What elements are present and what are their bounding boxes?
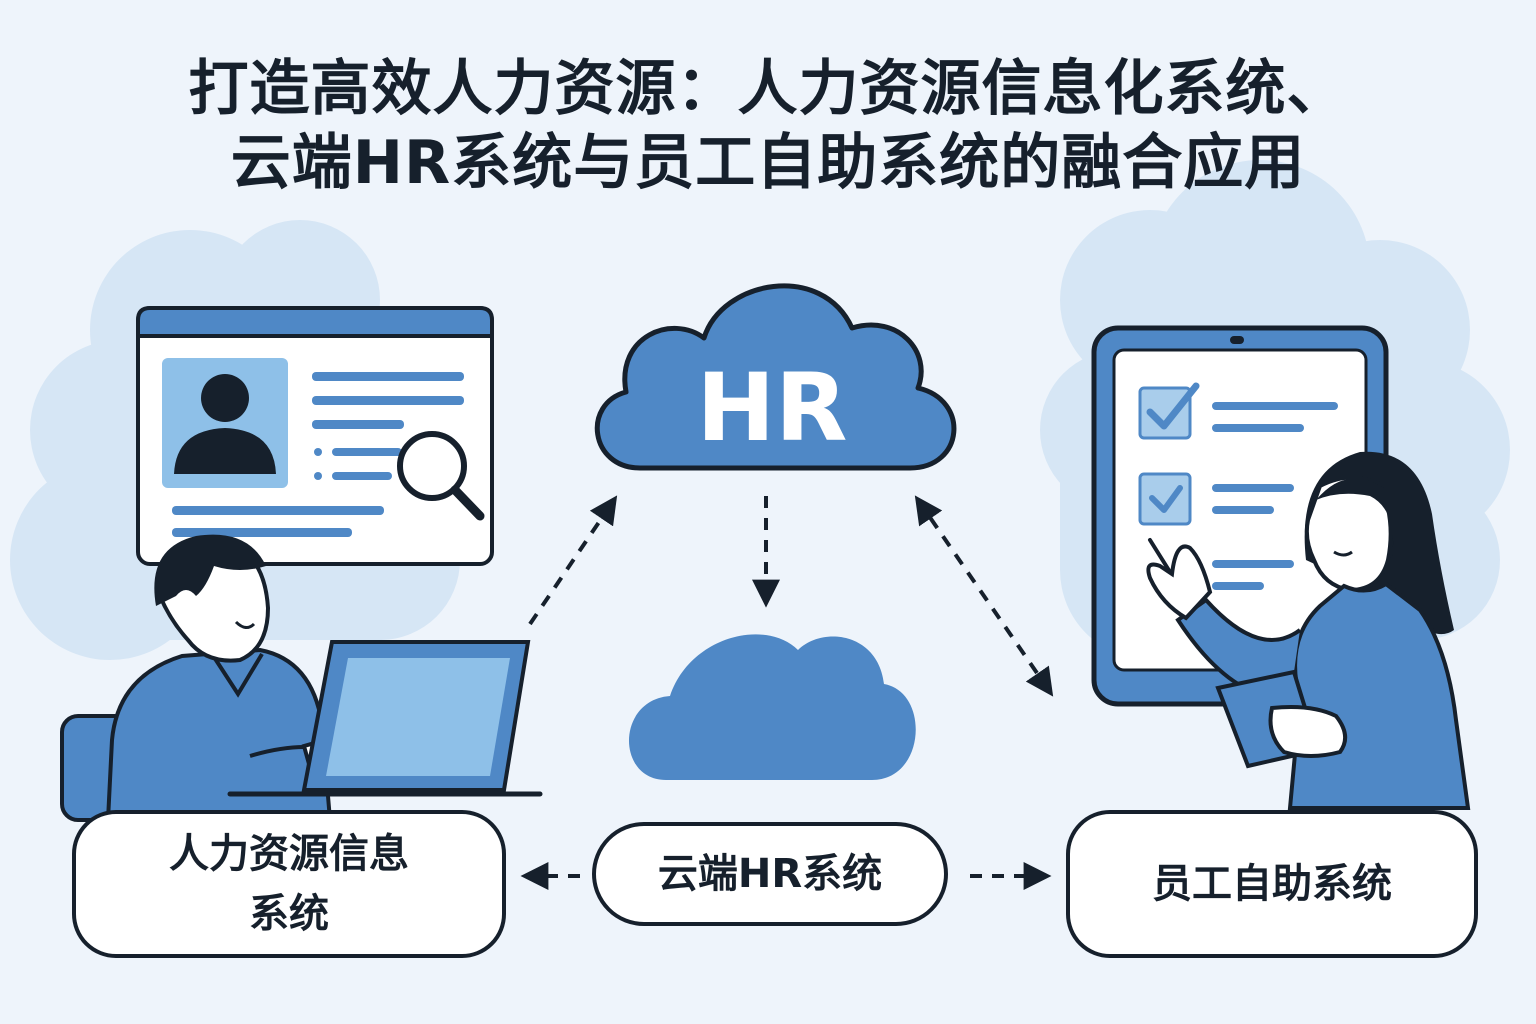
tablet-checklist-icon: [1091, 325, 1389, 707]
hr-cloud-icon: HR: [594, 283, 957, 471]
woman-with-tablet-icon: [1146, 451, 1471, 810]
hris-label-line-1: 人力资源信息: [169, 831, 409, 877]
hris-label-line-2: 系统: [249, 891, 329, 937]
page-title: 打造高效人力资源：人力资源信息化系统、 云端HR系统与员工自助系统的融合应用: [0, 52, 1536, 200]
arrow-left-to-cloud: [528, 495, 618, 626]
person-at-laptop-icon: [60, 534, 543, 822]
title-line-1: 打造高效人力资源：人力资源信息化系统、: [188, 54, 1348, 124]
cloud-icon: [628, 634, 916, 780]
arrow-cloud-to-right: [914, 495, 1054, 697]
hris-label-box: 人力资源信息 系统: [72, 810, 506, 958]
hr-cloud-label: HR: [696, 354, 847, 463]
title-line-2: 云端HR系统与员工自助系统的融合应用: [230, 128, 1306, 198]
employee-self-service-label: 员工自助系统: [1152, 861, 1392, 907]
connector-arrows: [520, 495, 1054, 890]
employee-self-service-label-box: 员工自助系统: [1066, 810, 1478, 958]
profile-window-icon: [136, 306, 494, 566]
cloud-hr-label: 云端HR系统: [657, 851, 883, 897]
cloud-hr-label-box: 云端HR系统: [592, 822, 948, 926]
magnifier-icon: [397, 431, 485, 521]
